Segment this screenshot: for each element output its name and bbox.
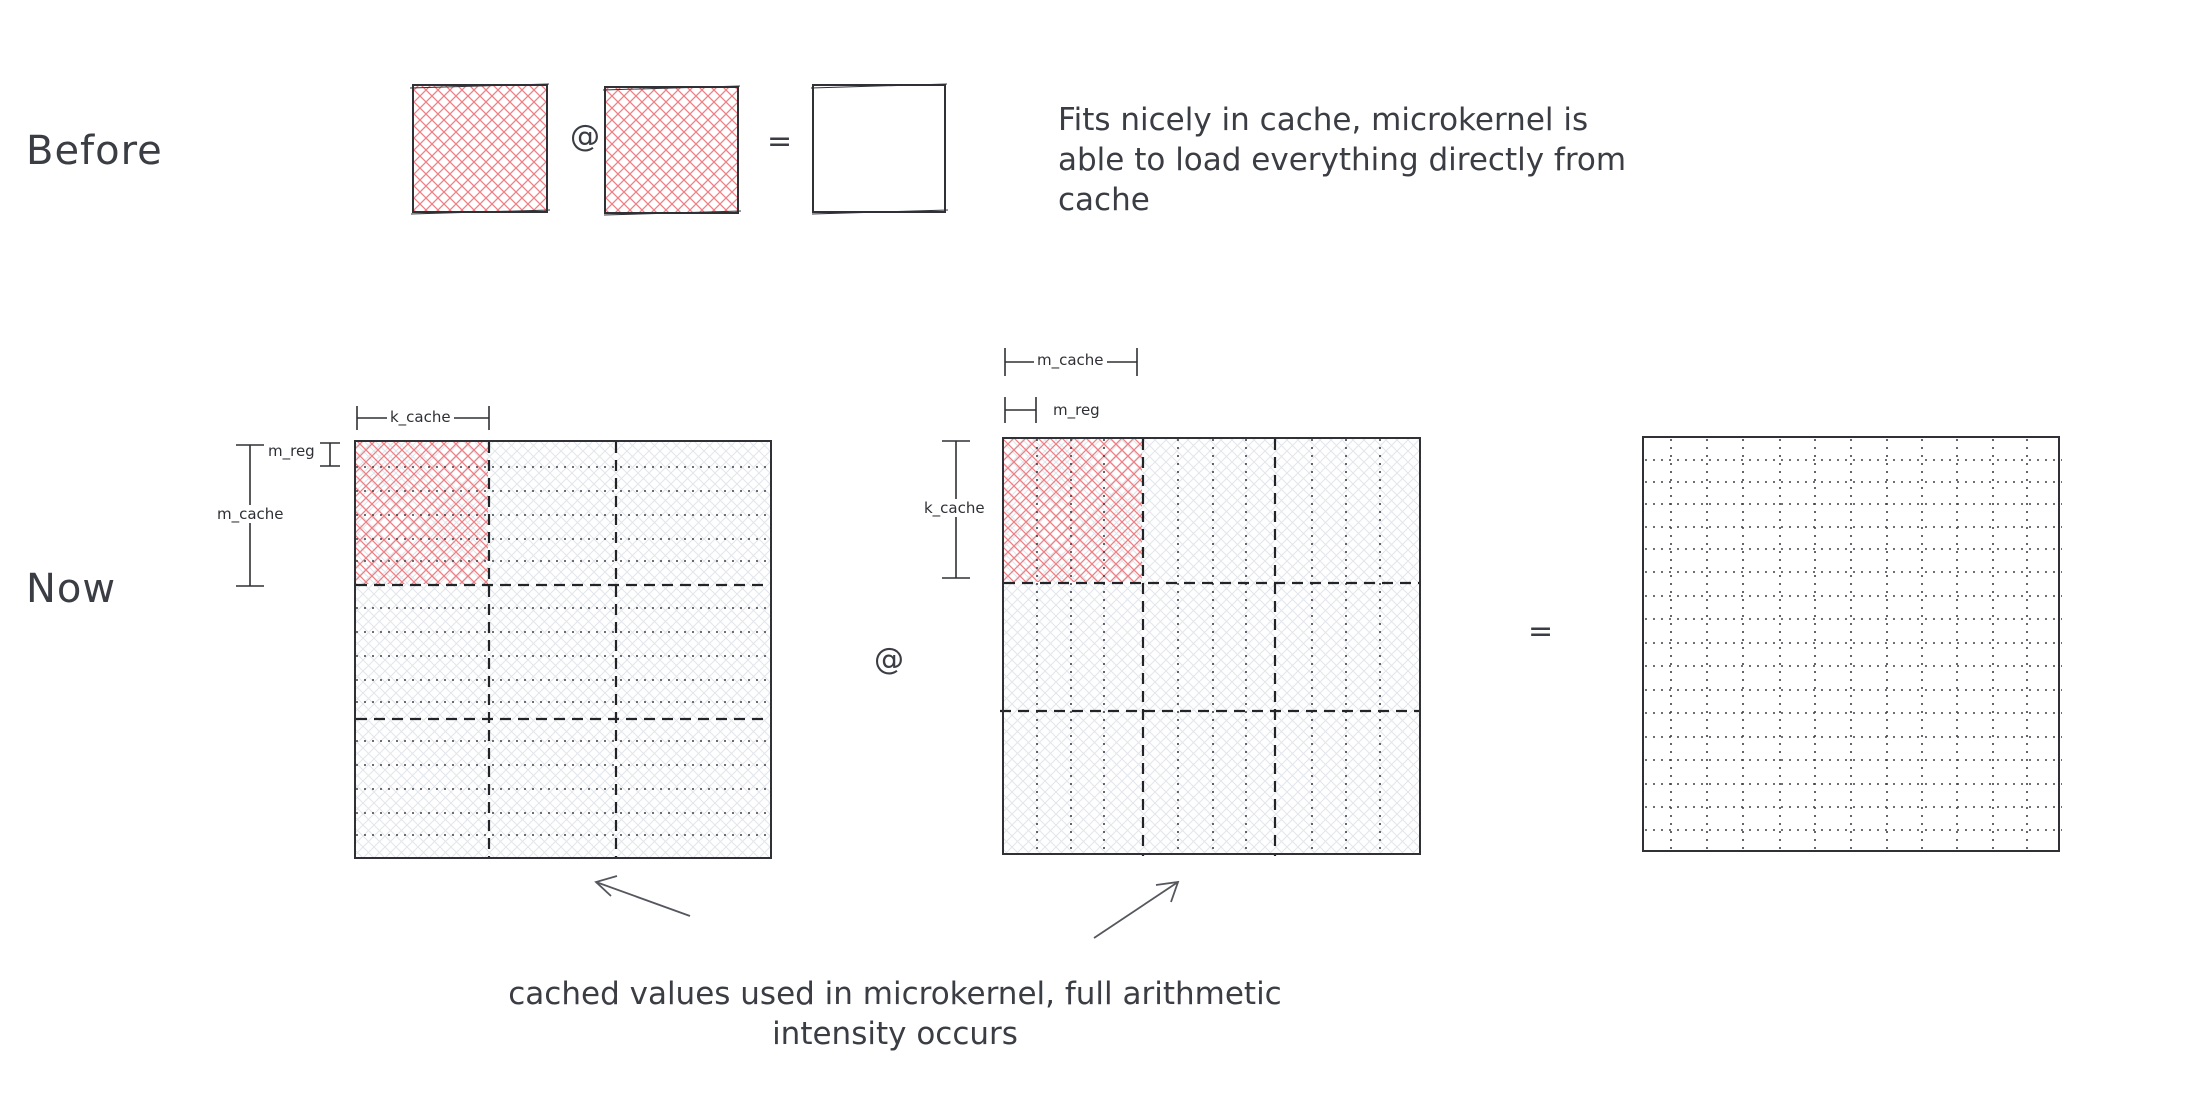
output-grid-c — [1645, 439, 2062, 851]
before-equals-operator: = — [767, 124, 793, 159]
m-reg-marker-b — [1004, 397, 1037, 423]
cache-blocks-a — [356, 442, 772, 858]
m-reg-label-a: m_reg — [265, 442, 318, 460]
now-note: cached values used in microkernel, full … — [508, 976, 1282, 1052]
now-matrix-c — [1642, 436, 2062, 852]
now-matrix-b — [1000, 437, 1421, 856]
before-note: Fits nicely in cache, microkernel is abl… — [1058, 102, 1627, 218]
before-matmul-operator: @ — [570, 119, 600, 154]
cache-blocks-b — [1000, 439, 1420, 856]
now-equals-operator: = — [1528, 614, 1554, 649]
now-matmul-operator: @ — [874, 642, 904, 677]
before-matrix-c — [810, 83, 949, 215]
before-label: Before — [26, 128, 163, 174]
m-reg-label-b: m_reg — [1050, 401, 1103, 419]
k-cache-label-b: k_cache — [921, 499, 988, 517]
m-reg-marker-a — [320, 442, 340, 467]
before-matrix-b — [602, 85, 742, 216]
m-cache-label-a: m_cache — [214, 505, 287, 523]
cached-tile-b — [1004, 439, 1142, 582]
now-label: Now — [26, 566, 117, 612]
arrow-to-matrix-b — [1093, 880, 1180, 939]
m-cache-label-b: m_cache — [1034, 351, 1107, 369]
register-cols-b — [1036, 439, 1381, 853]
k-cache-label-a: k_cache — [387, 408, 454, 426]
arrow-to-matrix-a — [594, 875, 691, 917]
register-rows-a — [356, 466, 770, 836]
now-matrix-a — [354, 440, 772, 859]
cached-tile-a — [356, 442, 488, 584]
before-matrix-a — [409, 83, 551, 215]
